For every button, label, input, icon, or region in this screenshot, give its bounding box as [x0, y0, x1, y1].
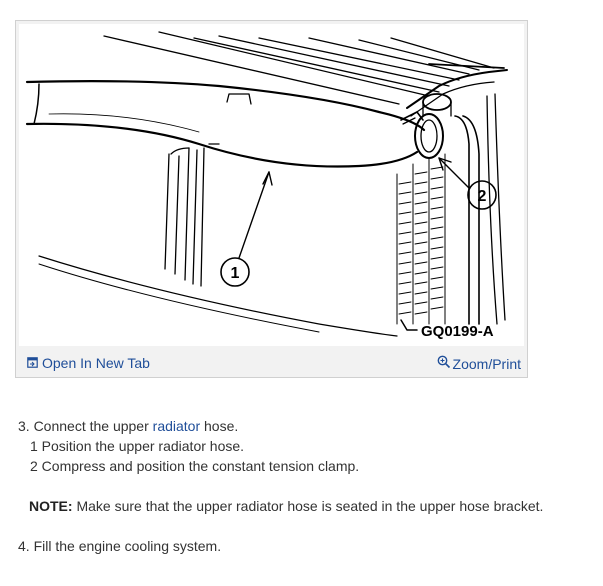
step-4: 4. Fill the engine cooling system.	[18, 538, 222, 554]
substep-2: 2 Compress and position the constant ten…	[30, 458, 360, 474]
open-in-new-tab-link[interactable]: Open In New Tab	[27, 355, 150, 371]
zoom-print-label: Zoom/Print	[452, 355, 521, 372]
zoom-icon	[437, 355, 451, 372]
step-3-suffix: hose.	[200, 418, 239, 434]
figure-code-label: GQ0199-A	[421, 323, 494, 340]
figure-container: 1 2 GQ0199-A Open In New Tab Zoom/Print	[15, 20, 528, 378]
open-in-new-tab-label: Open In New Tab	[42, 355, 150, 371]
callout-1-label: 1	[231, 265, 240, 282]
new-tab-icon	[27, 355, 38, 371]
note: NOTE: Make sure that the upper radiator …	[29, 496, 588, 516]
step-3: 3. Connect the upper radiator hose.	[18, 416, 588, 436]
radiator-link[interactable]: radiator	[152, 418, 201, 434]
note-label: NOTE:	[29, 498, 73, 514]
substep-1: 1 Position the upper radiator hose.	[30, 438, 245, 454]
radiator-hose-diagram: 1 2 GQ0199-A	[19, 24, 524, 346]
note-text: Make sure that the upper radiator hose i…	[72, 498, 544, 514]
callout-2-label: 2	[478, 188, 487, 205]
instruction-content: 3. Connect the upper radiator hose. 1 Po…	[18, 416, 588, 556]
step-3-text: 3. Connect the upper	[18, 418, 153, 434]
zoom-print-link[interactable]: Zoom/Print	[437, 355, 521, 372]
figure-toolbar: Open In New Tab Zoom/Print	[16, 348, 527, 377]
